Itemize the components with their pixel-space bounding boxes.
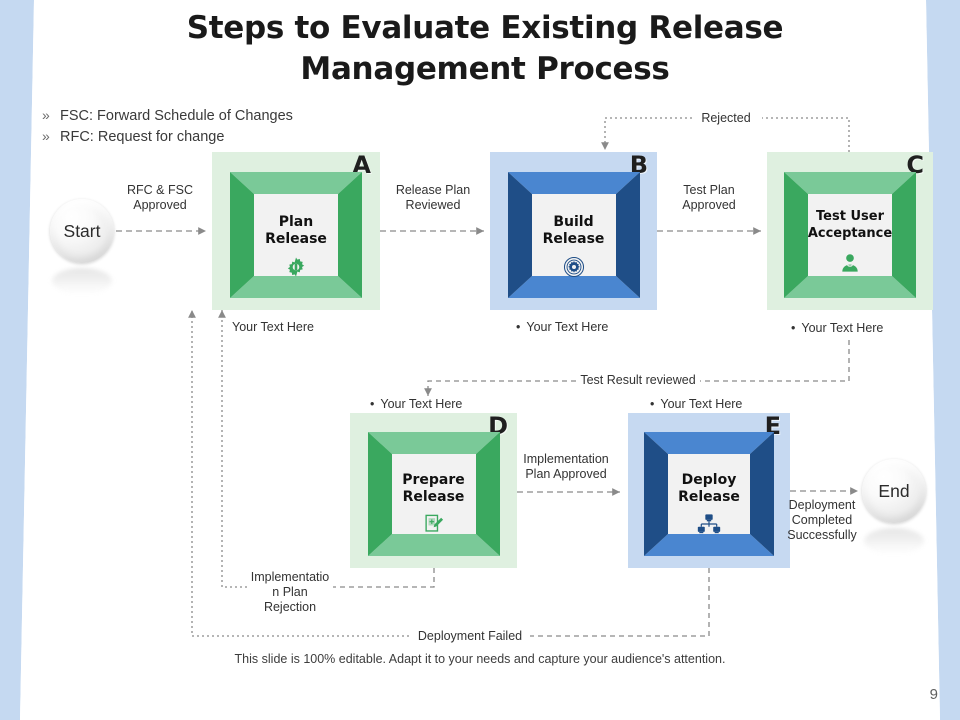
connector-label-d-to-e-line1: Implementation xyxy=(523,452,609,466)
connector-label-e-to-end-line2: Completed xyxy=(791,513,853,527)
connector-label-implementation-plan-rejection-line2: n Plan xyxy=(272,585,308,599)
step-caption-c-label: Your Text Here xyxy=(801,321,884,335)
legend-list: » FSC: Forward Schedule of Changes » RFC… xyxy=(42,105,293,147)
bullet-dot-icon: • xyxy=(516,320,521,334)
connector-label-b-to-c-line1: Test Plan xyxy=(683,183,735,197)
step-title-c-line2: Acceptance xyxy=(807,226,893,241)
bullet-dot-icon: • xyxy=(791,321,796,335)
legend-item-rfc: » RFC: Request for change xyxy=(42,126,293,147)
page-title: Steps to Evaluate Existing Release Manag… xyxy=(90,8,880,90)
step-title-b-line1: Build xyxy=(553,214,594,230)
step-title-e-line2: Release xyxy=(678,489,740,505)
step-caption-a: Your Text Here xyxy=(232,320,314,334)
connector-label-e-to-end-line1: Deployment xyxy=(788,498,856,512)
document-edit-icon xyxy=(350,513,517,535)
step-caption-e-label: Your Text Here xyxy=(660,397,743,411)
step-frame-e xyxy=(644,432,774,556)
step-frame-d xyxy=(368,432,500,556)
step-caption-a-label: Your Text Here xyxy=(232,320,314,334)
footer-note: This slide is 100% editable. Adapt it to… xyxy=(234,652,726,666)
connector-label-a-to-b-line2: Reviewed xyxy=(405,198,461,212)
connector-label-e-to-end: Deployment Completed Successfully xyxy=(779,498,865,543)
step-panel-a[interactable]: A Plan Release xyxy=(212,151,380,310)
step-title-d-line1: Prepare xyxy=(402,472,465,488)
connector-label-implementation-plan-rejection: Implementatio n Plan Rejection xyxy=(246,570,334,615)
bullet-dot-icon: • xyxy=(370,397,375,411)
step-title-e: Deploy Release xyxy=(628,472,790,506)
network-icon xyxy=(628,513,790,535)
gear-icon xyxy=(212,256,380,278)
step-title-b: Build Release xyxy=(490,214,657,248)
page-number: 9 xyxy=(929,686,938,703)
step-caption-d-label: Your Text Here xyxy=(380,397,463,411)
connector-label-test-result-reviewed-line1: Test Result reviewed xyxy=(580,373,696,387)
bullet-dot-icon: • xyxy=(650,397,655,411)
step-caption-b: • Your Text Here xyxy=(516,320,608,334)
end-node[interactable]: End xyxy=(862,459,926,523)
page-title-line1: Steps to Evaluate Existing Release xyxy=(186,10,784,46)
start-node-label: Start xyxy=(63,220,101,241)
settings-gear-icon xyxy=(490,256,657,278)
step-title-c-line1: Test User xyxy=(816,209,884,224)
start-node-reflection xyxy=(52,268,112,294)
user-icon xyxy=(767,252,933,274)
connector-label-d-to-e-line2: Plan Approved xyxy=(525,467,607,481)
step-title-d-line2: Release xyxy=(402,489,465,505)
step-title-a: Plan Release xyxy=(212,214,380,248)
step-title-c: Test User Acceptance xyxy=(767,208,933,242)
step-title-b-line2: Release xyxy=(542,231,605,247)
step-panel-c[interactable]: C Test User Acceptance xyxy=(767,151,933,310)
step-caption-d: • Your Text Here xyxy=(370,397,462,411)
guillemet-bullet-icon: » xyxy=(42,128,50,144)
legend-item-fsc: » FSC: Forward Schedule of Changes xyxy=(42,105,293,126)
connector-label-implementation-plan-rejection-line1: Implementatio xyxy=(250,570,330,584)
connector-label-test-result-reviewed: Test Result reviewed xyxy=(576,373,700,388)
step-panel-d[interactable]: D Prepare Release xyxy=(350,412,517,568)
connector-label-start-to-a-line2: Approved xyxy=(133,198,187,212)
step-title-d: Prepare Release xyxy=(350,472,517,506)
step-caption-b-label: Your Text Here xyxy=(526,320,609,334)
legend-item-label: FSC: Forward Schedule of Changes xyxy=(60,108,293,124)
connector-label-deployment-failed: Deployment Failed xyxy=(409,629,531,644)
connector-label-b-to-c-line2: Approved xyxy=(682,198,736,212)
end-node-label: End xyxy=(878,480,910,501)
left-decorative-band xyxy=(0,0,46,720)
connector-label-start-to-a-line1: RFC & FSC xyxy=(127,183,193,197)
connector-label-rejected: Rejected xyxy=(694,111,758,126)
step-frame-a xyxy=(230,172,362,298)
step-frame-c xyxy=(784,172,916,298)
connector-label-d-to-e: Implementation Plan Approved xyxy=(512,452,620,482)
connector-label-start-to-a: RFC & FSC Approved xyxy=(114,183,206,213)
connector-label-e-to-end-line3: Successfully xyxy=(787,528,857,542)
step-caption-e: • Your Text Here xyxy=(650,397,742,411)
step-title-e-line1: Deploy xyxy=(681,472,737,488)
start-node[interactable]: Start xyxy=(50,199,114,263)
right-decorative-band xyxy=(914,0,960,720)
legend-item-label: RFC: Request for change xyxy=(60,129,225,145)
connector-label-deployment-failed-line1: Deployment Failed xyxy=(417,629,523,643)
connector-label-b-to-c: Test Plan Approved xyxy=(659,183,759,213)
step-panel-b[interactable]: B Build Release xyxy=(490,151,657,310)
connector-label-a-to-b-line1: Release Plan xyxy=(395,183,471,197)
guillemet-bullet-icon: » xyxy=(42,107,50,123)
step-title-a-line2: Release xyxy=(265,231,327,247)
connector-label-a-to-b: Release Plan Reviewed xyxy=(381,183,485,213)
step-panel-e[interactable]: E Deploy Release xyxy=(628,412,790,568)
connector-label-rejected-line1: Rejected xyxy=(701,111,751,125)
page-title-line2: Management Process xyxy=(300,50,670,87)
end-node-reflection xyxy=(864,528,924,554)
step-caption-c: • Your Text Here xyxy=(791,321,883,335)
step-title-a-line1: Plan xyxy=(278,214,314,230)
connector-label-implementation-plan-rejection-line3: Rejection xyxy=(263,600,317,614)
